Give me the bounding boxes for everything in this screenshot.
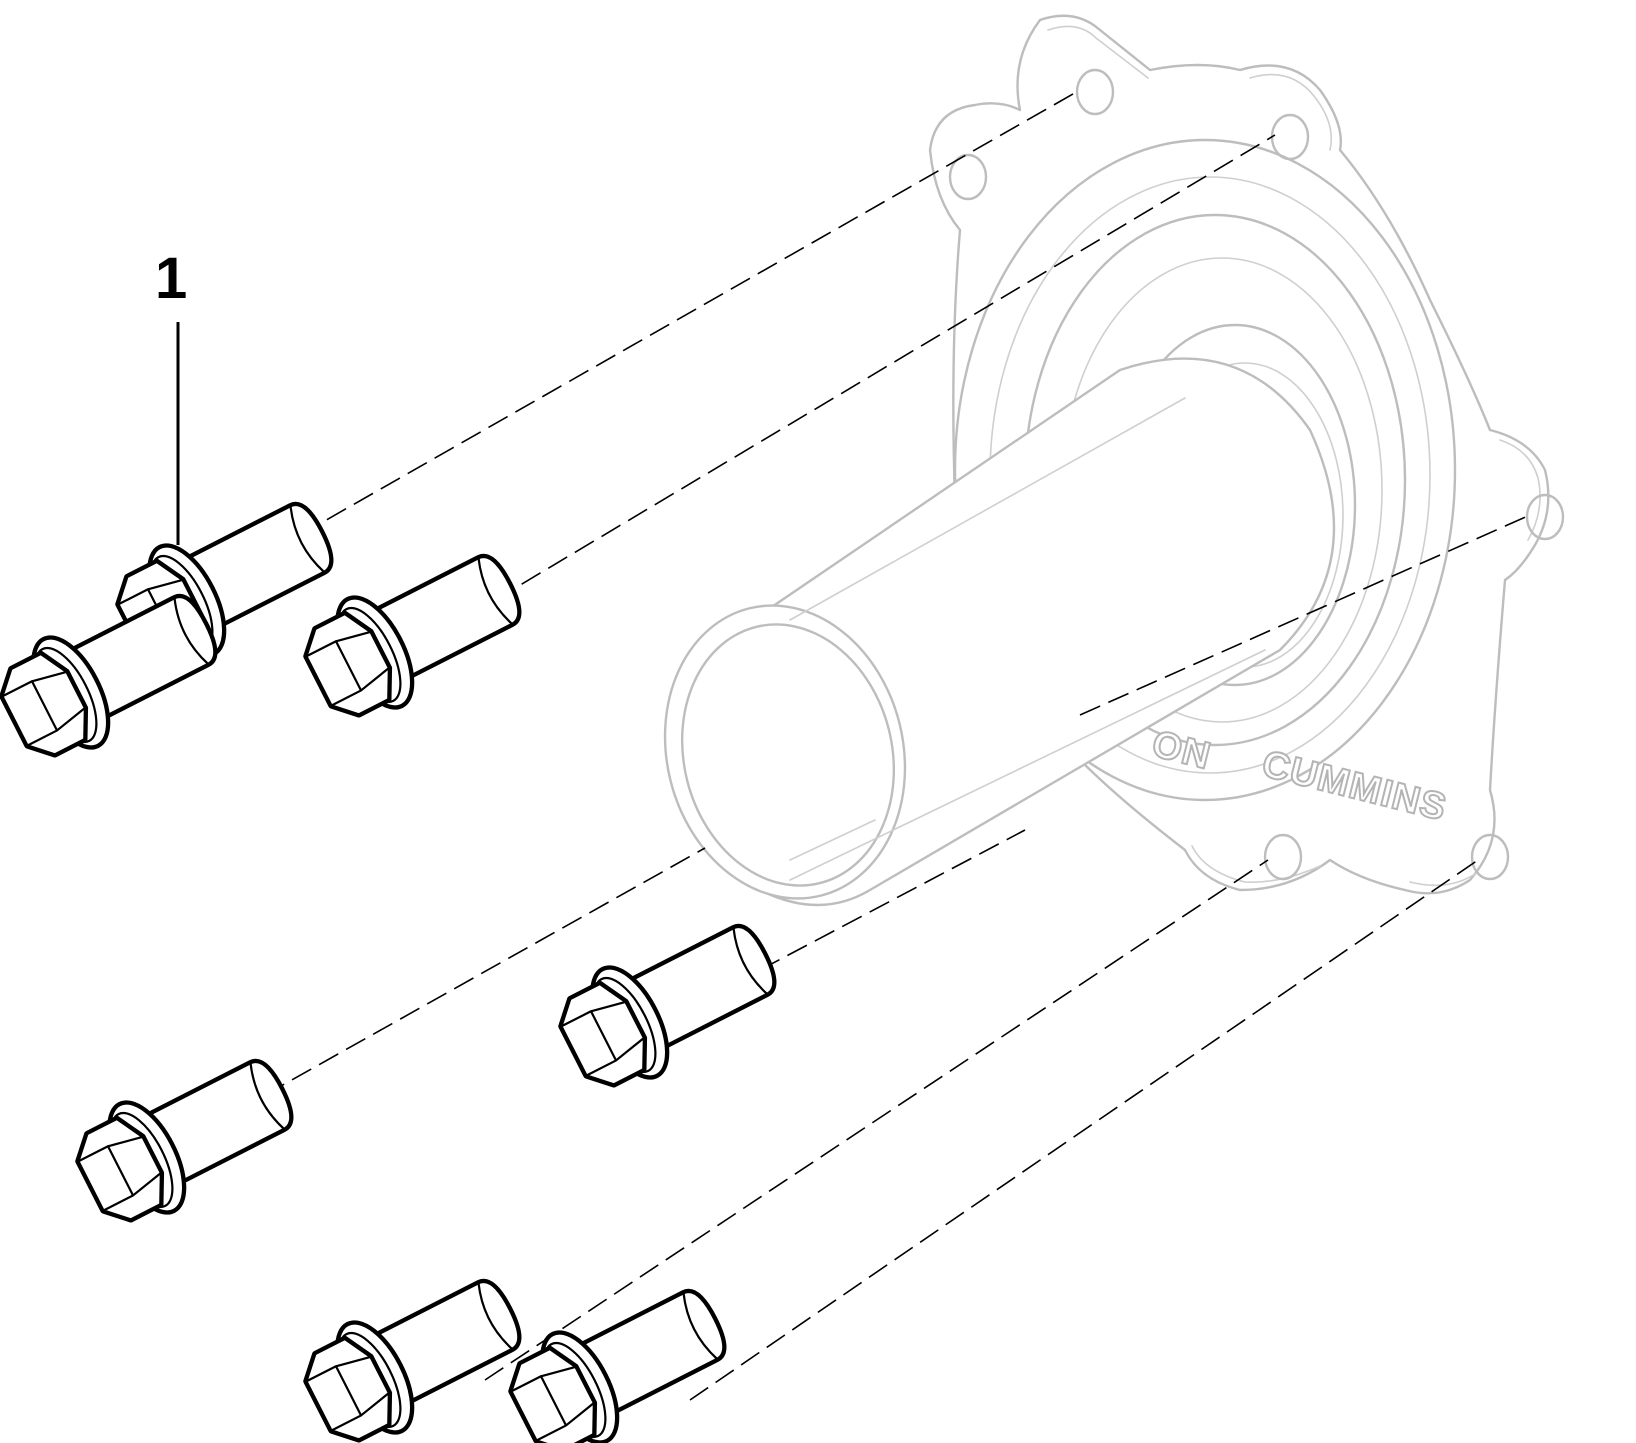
bolt (547, 902, 791, 1104)
housing-bolt-hole (1075, 68, 1115, 116)
housing-bolt-hole (948, 153, 988, 201)
assembly-line (299, 89, 1081, 536)
bolt (497, 1267, 741, 1443)
bolt (64, 1037, 308, 1239)
sleeve-tube (663, 357, 1336, 907)
assembly-lines (264, 89, 1531, 1401)
assembly-line (484, 859, 1269, 1381)
housing-bolt-hole (1470, 833, 1510, 881)
assembly-line (1079, 514, 1531, 716)
callout-number: 1 (155, 246, 187, 311)
housing-bolt-hole (1525, 493, 1565, 541)
assembly-line (689, 859, 1479, 1401)
bolts (0, 480, 791, 1443)
sleeve-tube-mouth (663, 604, 907, 900)
callout: 1 (155, 246, 187, 545)
assembly-line (494, 134, 1276, 601)
housing-bolt-hole (1263, 833, 1303, 881)
assembly-line (759, 829, 1026, 971)
assembly-line (264, 847, 706, 1096)
bolt (292, 1257, 536, 1443)
